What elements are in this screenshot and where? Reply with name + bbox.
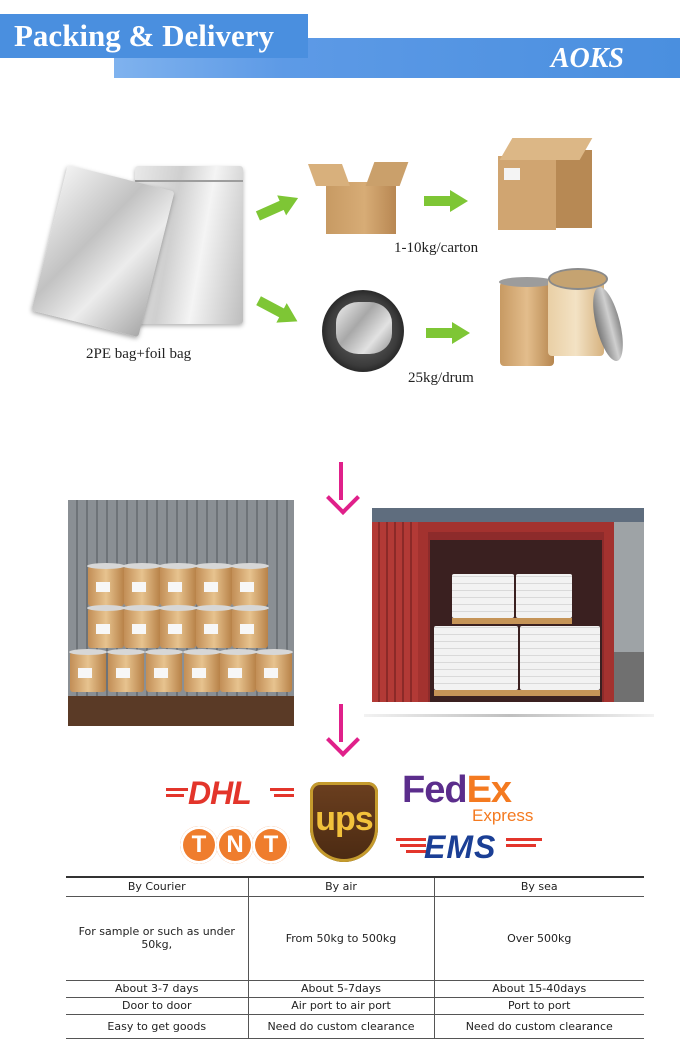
dhl-logo-text: DHL [188,775,252,811]
table-cell: About 15-40days [433,980,644,997]
ems-logo-text: EMS [424,829,497,865]
table-cell: Door to door [66,997,249,1014]
arrow-down-icon [326,462,356,506]
table-cell: Easy to get goods [66,1014,249,1038]
table-row: Door to door Air port to air port Port t… [66,997,644,1014]
tnt-letter-1: T [191,831,207,858]
tnt-letter-3: T [263,831,279,858]
column-header: By sea [433,876,644,896]
table-row: Easy to get goods Need do custom clearan… [66,1014,644,1038]
table-cell: Air port to air port [247,997,435,1014]
fedex-logo: FedEx Express [402,769,534,826]
fedex-express-text: Express [472,806,534,825]
fedex-ex-text: Ex [466,769,512,811]
shipping-container-photo [372,508,644,702]
table-cell: Over 500kg [433,896,644,980]
tnt-letter-2: N [226,831,244,858]
tnt-logo: T N T [180,826,290,866]
ems-logo: EMS [396,830,546,866]
arrow-right-icon [426,322,470,344]
ups-logo: ups [310,782,378,862]
arrow-right-icon [253,188,302,226]
ups-logo-text: ups [315,800,373,838]
fedex-fed-text: Fed [402,769,468,811]
table-row: About 3-7 days About 5-7days About 15-40… [66,980,644,997]
carton-caption: 1-10kg/carton [394,240,479,256]
closed-carton-image [498,138,594,232]
shipping-methods-table: By Courier By air By sea For sample or s… [66,876,644,1039]
table-cell: From 50kg to 500kg [247,896,435,980]
table-cell: Need do custom clearance [433,1014,644,1038]
table-cell: About 3-7 days [66,980,249,997]
open-drum-image [322,290,404,372]
table-cell: For sample or such as under 50kg, [66,896,249,980]
arrow-down-icon [326,704,356,748]
table-cell: About 5-7days [247,980,435,997]
arrow-right-icon [253,291,302,331]
dhl-logo: DHL [166,776,294,810]
table-cell: Need do custom clearance [247,1014,435,1038]
fiber-drum-image [499,277,555,366]
brand-name: AOKS [550,43,624,74]
page-title: Packing & Delivery [14,18,275,53]
page-title-banner: Packing & Delivery [0,14,308,58]
drum-caption: 25kg/drum [408,370,474,386]
warehouse-drums-photo [68,500,294,726]
open-carton-image [307,160,409,234]
column-header: By Courier [66,876,249,896]
arrow-right-icon [424,190,468,212]
column-header: By air [247,876,435,896]
photo-shadow [364,714,654,717]
table-row: For sample or such as under 50kg, From 5… [66,896,644,980]
bag-caption: 2PE bag+foil bag [86,346,192,362]
table-header-row: By Courier By air By sea [66,876,644,896]
table-cell: Port to port [433,997,644,1014]
